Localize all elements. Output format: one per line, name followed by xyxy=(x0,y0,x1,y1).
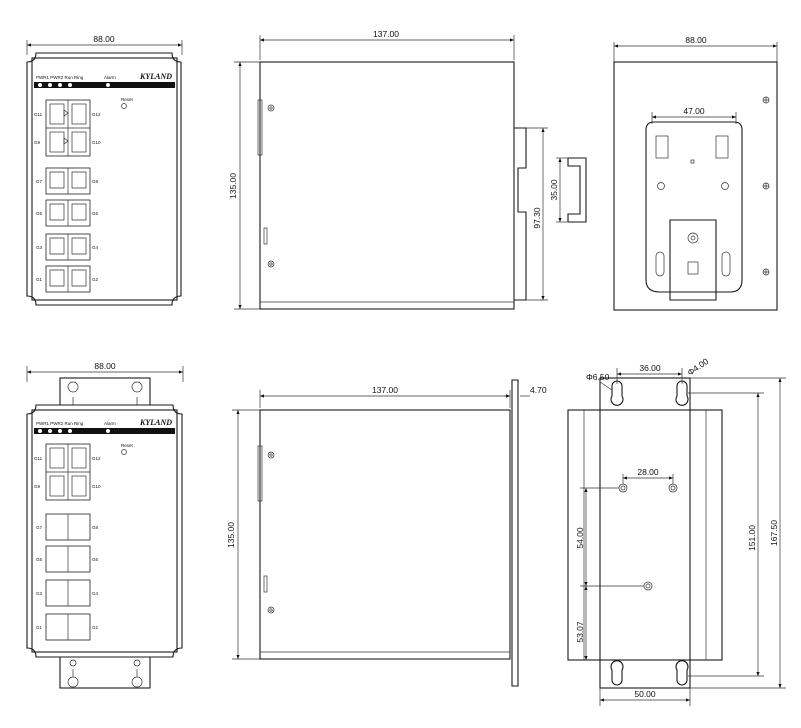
rail-profile-label: 35.00 xyxy=(549,179,559,201)
front-width-label-2: 88.00 xyxy=(94,361,116,371)
status-leds xyxy=(38,83,110,87)
inner-height-label: 151.00 xyxy=(747,525,757,551)
port-G10-label-2: G10 xyxy=(92,484,101,489)
total-height-dimension: 167.50 xyxy=(690,377,786,689)
rear-width-dimension: 88.00 xyxy=(613,35,778,62)
hole-spacing-mid-label: 28.00 xyxy=(637,467,659,477)
port-G11-label: G11 xyxy=(34,112,43,117)
port-G10-label: G10 xyxy=(92,140,101,145)
side-height-dimension: 135.00 xyxy=(228,61,262,310)
front-width-dimension: 88.00 xyxy=(26,34,183,55)
side-height-label: 135.00 xyxy=(228,173,238,199)
port-G2-label-2: G2 xyxy=(92,625,99,630)
flange-thickness-label: 4.70 xyxy=(530,385,547,395)
din-rail-profile xyxy=(567,157,587,223)
fiber-port-block xyxy=(45,99,91,157)
port-G1-label-2: G1 xyxy=(36,625,43,630)
mount-flange-bottom xyxy=(59,655,151,689)
hole-dia-label: Φ6.50 xyxy=(586,372,610,382)
rear-din-clip xyxy=(645,121,743,301)
fiber-port-block-2 xyxy=(45,443,91,501)
reset-label: Reset xyxy=(121,97,134,102)
port-G3-label-2: G3 xyxy=(36,591,43,596)
mount-plate xyxy=(599,377,691,689)
inner-height-dimension: 151.00 xyxy=(688,392,764,677)
port-G4-label: G4 xyxy=(92,245,99,250)
port-G12-label-2: G12 xyxy=(92,456,101,461)
port-G7-label-2: G7 xyxy=(36,525,43,530)
side-height-dimension-2: 135.00 xyxy=(226,409,262,660)
keyhole-slots xyxy=(610,380,689,686)
bottom-offset-label: 53.07 xyxy=(575,621,585,643)
rail-height-dimension: 97.30 xyxy=(526,127,548,301)
led-labels-2: PWR1 PWR2 Run Ring xyxy=(36,421,84,426)
hole-spacing-top-dimension: 36.00 xyxy=(616,363,683,384)
brand-logo: KYLAND xyxy=(139,72,172,81)
front-width-label: 88.00 xyxy=(93,34,115,44)
port-G5-label-2: G5 xyxy=(36,557,43,562)
bottom-offset-dimension: 53.07 xyxy=(575,586,588,660)
port-G11-label-2: G11 xyxy=(34,456,43,461)
rear-screws xyxy=(762,96,770,276)
rail-height-label: 97.30 xyxy=(532,207,542,229)
reset-button xyxy=(121,103,127,109)
slot-dia-label: Φ4.00 xyxy=(685,356,710,378)
copper-port-block xyxy=(45,167,91,293)
alarm-label-2: Alarm xyxy=(104,421,116,426)
rear-view-bottom: Φ6.50 Φ4.00 36.00 28.00 54.00 53.07 xyxy=(567,356,786,706)
rear-housing-2 xyxy=(567,409,723,661)
clip-width-dimension: 47.00 xyxy=(651,106,737,124)
front-width-dimension-2: 88.00 xyxy=(26,361,184,382)
front-view-top: 88.00 PWR1 PWR2 Run Ring Alarm KYLAND Re… xyxy=(26,34,183,306)
port-G1-label: G1 xyxy=(36,277,43,282)
front-view-bottom: 88.00 PWR1 PWR2 Run Ring Alarm KYLAND Re… xyxy=(26,361,184,689)
side-depth-dimension: 137.00 xyxy=(259,29,515,60)
port-G8-label-2: G8 xyxy=(92,525,99,530)
mount-flange-side xyxy=(511,379,519,687)
rear-width-label: 88.00 xyxy=(685,35,707,45)
port-G5-label: G5 xyxy=(36,211,43,216)
front-panel-inner xyxy=(31,57,178,301)
status-leds-2 xyxy=(38,429,110,433)
clip-width-label: 47.00 xyxy=(683,106,705,116)
rail-profile-dimension: 35.00 xyxy=(549,157,568,223)
side-housing xyxy=(259,61,515,310)
reset-label-2: Reset xyxy=(121,443,134,448)
hole-vertical-dimension: 54.00 xyxy=(575,487,644,587)
port-G9-label: G9 xyxy=(34,140,41,145)
rear-view-top: 88.00 47.00 xyxy=(613,35,778,311)
hole-spacing-top-label: 36.00 xyxy=(639,363,661,373)
brand-logo-2: KYLAND xyxy=(139,418,172,427)
side-depth-label: 137.00 xyxy=(373,29,399,39)
side-height-label-2: 135.00 xyxy=(226,522,236,548)
side-depth-label-2: 137.00 xyxy=(372,385,398,395)
total-height-label: 167.50 xyxy=(769,520,779,546)
bottom-width-label: 50.00 xyxy=(634,689,656,699)
led-strip xyxy=(34,82,175,88)
rear-housing xyxy=(613,61,778,311)
hole-spacing-mid-dimension: 28.00 xyxy=(622,467,674,484)
flange-thickness-dimension: 4.70 xyxy=(504,380,547,412)
side-housing-2 xyxy=(259,409,511,660)
port-G12-label: G12 xyxy=(92,112,101,117)
alarm-label: Alarm xyxy=(104,75,116,80)
hole-vertical-label: 54.00 xyxy=(575,527,585,549)
side-depth-dimension-2: 137.00 xyxy=(259,385,511,408)
port-G8-label: G8 xyxy=(92,179,99,184)
port-G4-label-2: G4 xyxy=(92,591,99,596)
led-labels: PWR1 PWR2 Run Ring xyxy=(36,75,84,80)
port-G9-label-2: G9 xyxy=(34,484,41,489)
side-view-top: 137.00 135.00 97.30 35.00 xyxy=(228,29,587,310)
side-view-bottom: 137.00 4.70 135.00 xyxy=(226,379,547,687)
bottom-width-dimension: 50.00 xyxy=(599,688,691,706)
port-G7-label: G7 xyxy=(36,179,43,184)
port-G3-label: G3 xyxy=(36,245,43,250)
port-G6-label-2: G6 xyxy=(92,557,99,562)
din-rail-clip-side xyxy=(514,127,527,301)
port-G2-label: G2 xyxy=(92,277,99,282)
port-G6-label: G6 xyxy=(92,211,99,216)
copper-port-block-2 xyxy=(45,513,91,641)
